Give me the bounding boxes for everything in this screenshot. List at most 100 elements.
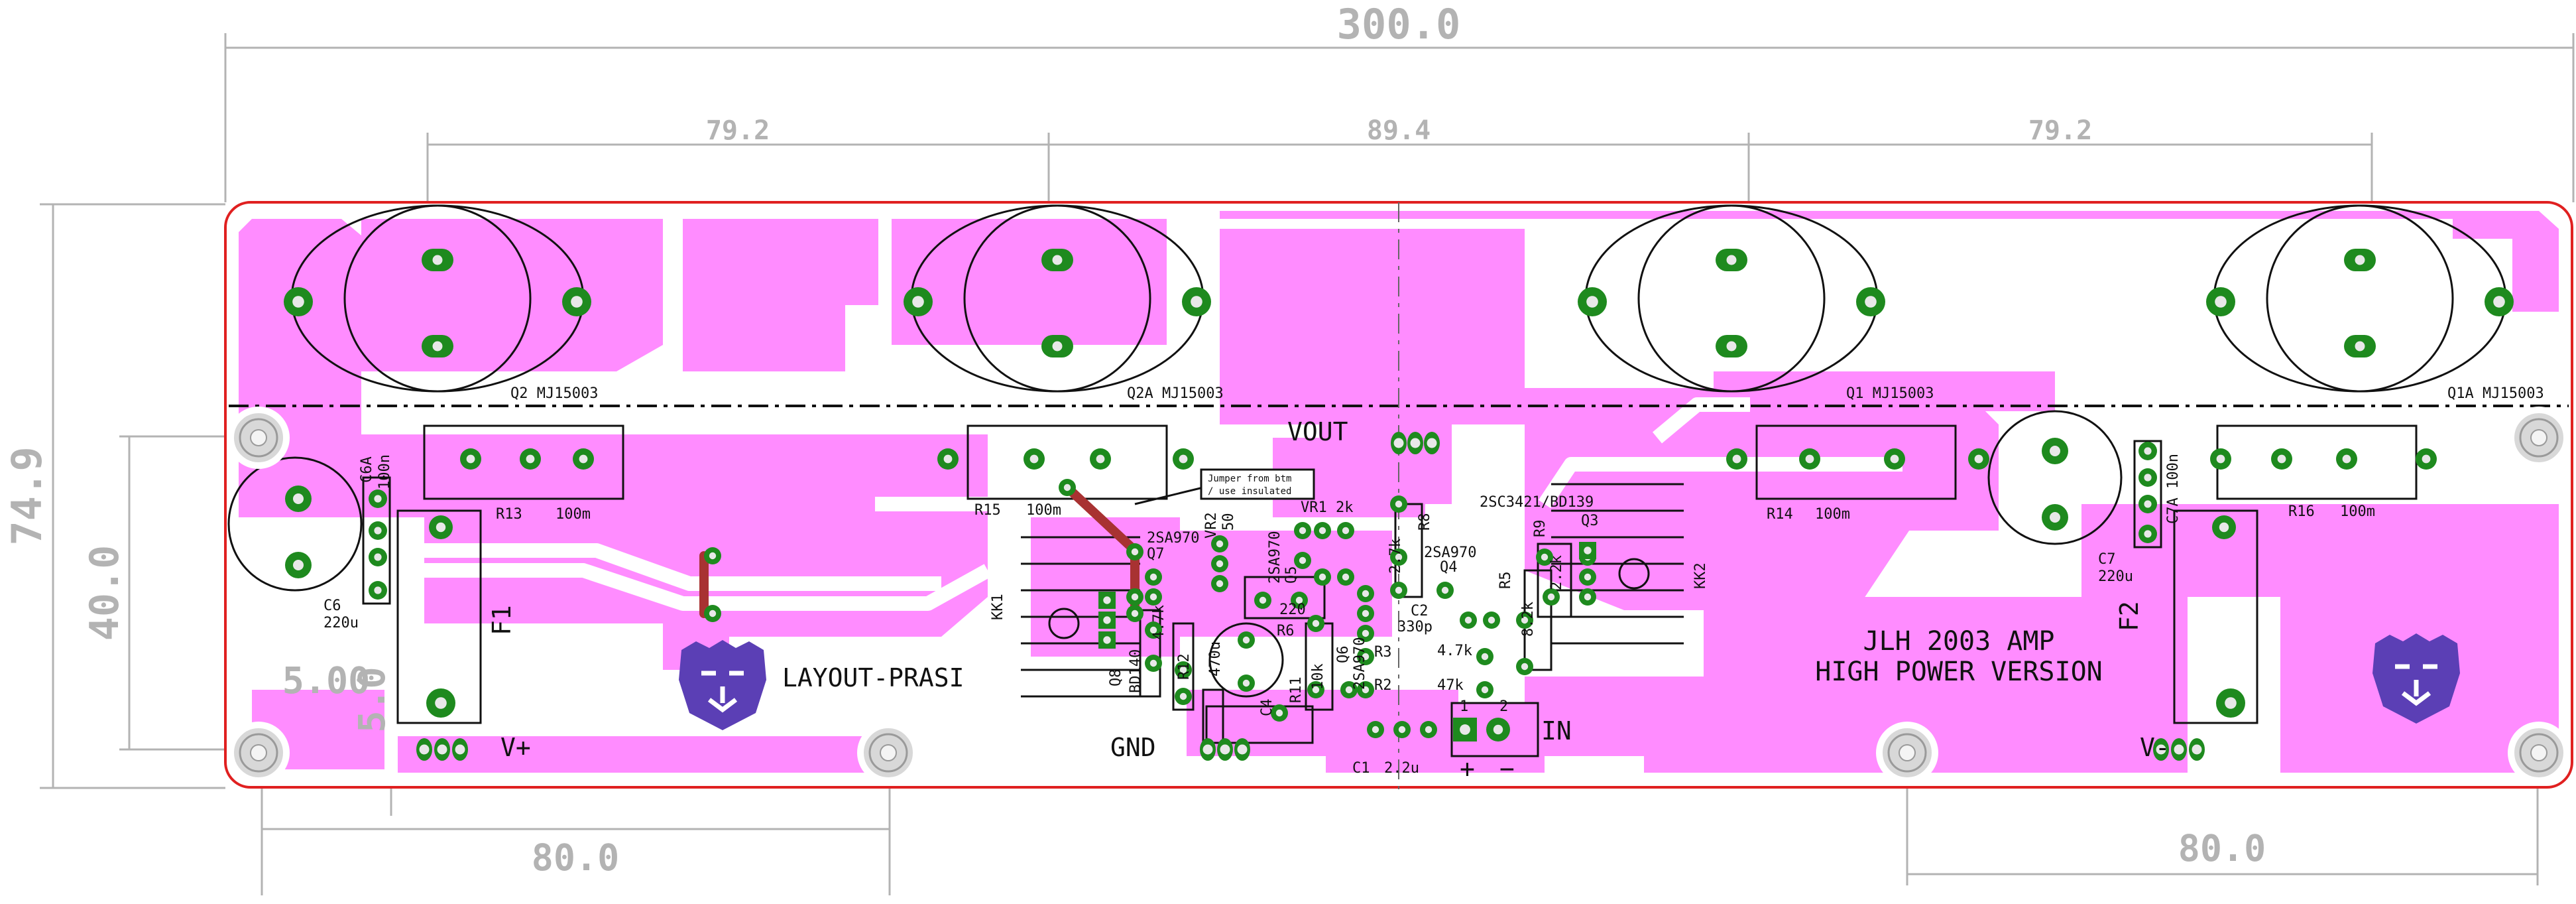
label-q8: Q8: [1108, 669, 1124, 687]
connector-pin2-label: 2: [1499, 698, 1508, 715]
capacitor-pad: [2042, 438, 2068, 464]
resistor-pad: [1173, 448, 1194, 470]
label-q3-part: 2SC3421/BD139: [1480, 494, 1594, 511]
label-r14: R14: [1767, 506, 1793, 523]
label-c4-value: 470u: [1207, 641, 1224, 677]
label-r11: R11: [1288, 677, 1305, 703]
resistor-pad: [2416, 448, 2437, 470]
label-r14-value: 100m: [1815, 506, 1850, 523]
label-c6-value: 220u: [323, 615, 359, 631]
component-pad: [1175, 688, 1192, 705]
label-vr2: VR2: [1203, 512, 1220, 539]
dim-overall-height: 74.9: [3, 446, 51, 545]
label-r8-value: 2.7k: [1387, 539, 1404, 574]
component-pad: [1314, 568, 1331, 586]
component-pad: [1337, 522, 1354, 539]
label-c2: C2: [1411, 603, 1429, 619]
component-pad: [1367, 721, 1384, 738]
label-r9: R9: [1532, 520, 1549, 538]
connector-pin: [1200, 738, 1216, 761]
dim-hole-vertical: 40.0: [82, 545, 128, 641]
to3-base-pad: [1041, 249, 1073, 271]
jumper-note-line1: Jumper from btm: [1208, 474, 1291, 484]
board-title-line2: HIGH POWER VERSION: [1815, 657, 2102, 687]
component-pad: [1543, 588, 1560, 606]
dim-spacing-b: 89.4: [1367, 115, 1431, 146]
mounting-hole: [857, 722, 919, 784]
component-pad: [1393, 721, 1411, 738]
label-c4: C4: [1259, 699, 1275, 717]
to3-mount-pad: [1856, 287, 1885, 316]
label-r16: R16: [2288, 503, 2315, 520]
component-pad: [1483, 612, 1500, 629]
label-q7: Q7: [1147, 546, 1165, 562]
resistor-pad: [460, 448, 481, 470]
component-pad: [1536, 549, 1553, 566]
pads: [284, 249, 2514, 761]
to3-mount-pad: [1578, 287, 1607, 316]
component-pad: [1357, 648, 1374, 665]
capacitor-pad: [369, 489, 387, 508]
lion-logo-right: [2372, 633, 2460, 724]
label-kk1: KK1: [990, 594, 1006, 620]
label-r13-value: 100m: [556, 506, 591, 523]
label-c1-value: 2.2u: [1384, 760, 1419, 777]
component-pad: [1059, 479, 1076, 496]
to3-emitter-pad: [422, 335, 453, 357]
label-r3: R3: [1374, 644, 1392, 661]
input-pin: [1486, 718, 1510, 742]
label-c2-value: 330p: [1397, 619, 1433, 635]
label-q7-part: 2SA970: [1147, 530, 1199, 547]
resistor-pad: [2210, 448, 2231, 470]
to3-base-pad: [1716, 249, 1747, 271]
label-r15: R15: [974, 502, 1001, 519]
component-pad: [1390, 582, 1407, 599]
dim-overall-width: 300.0: [1337, 0, 1461, 48]
resistor-pad: [1968, 448, 1989, 470]
connector-pin: [1424, 432, 1440, 454]
resistor-pad: [520, 448, 541, 470]
label-f1: F1: [487, 605, 516, 635]
connector-pin: [434, 738, 450, 761]
capacitor-pad: [285, 552, 312, 578]
capacitor-pad: [2138, 442, 2157, 460]
fuse-pad: [2212, 515, 2236, 539]
capacitor-pad: [369, 581, 387, 600]
label-c6a: C6A: [359, 456, 375, 483]
resistor-pad: [1090, 448, 1111, 470]
label-r6-value: 220: [1279, 602, 1306, 618]
component-pad: [1271, 704, 1288, 722]
component-pad: [1357, 605, 1374, 622]
to3-mount-pad: [284, 287, 313, 316]
label-kk2: KK2: [1692, 562, 1709, 589]
component-pad: [1211, 555, 1228, 572]
label-r6: R6: [1277, 623, 1295, 639]
component-pad: [1145, 588, 1162, 606]
dim-hole-right-span: 80.0: [2178, 827, 2266, 870]
component-pad: [704, 547, 721, 564]
connector-pin: [1217, 738, 1233, 761]
capacitor-pad: [369, 521, 387, 540]
transistor-pad: [1098, 631, 1116, 649]
to3-emitter-pad: [1716, 335, 1747, 357]
component-pad: [1294, 522, 1311, 539]
connector-pin: [1407, 432, 1423, 454]
label-q8-part: BD140: [1128, 649, 1144, 693]
capacitor-pad: [2138, 495, 2157, 513]
connector-pin: [416, 738, 432, 761]
mounting-hole: [2508, 407, 2570, 469]
component-pad: [704, 605, 721, 622]
label-q4: Q4: [1440, 559, 1458, 576]
transistor-pad: [1098, 592, 1116, 609]
connector-in-minus: −: [1499, 754, 1515, 783]
mounting-hole: [227, 722, 290, 784]
resistor-pad: [573, 448, 594, 470]
component-pad: [1476, 648, 1493, 665]
connector-vplus-label: V+: [500, 733, 531, 762]
fuse-pad: [426, 688, 455, 718]
label-c7-value: 220u: [2098, 568, 2133, 585]
component-pad: [1126, 588, 1143, 606]
to3-emitter-pad: [1041, 335, 1073, 357]
jumper-note-box: Jumper from btm / use insulated: [1134, 468, 1315, 505]
